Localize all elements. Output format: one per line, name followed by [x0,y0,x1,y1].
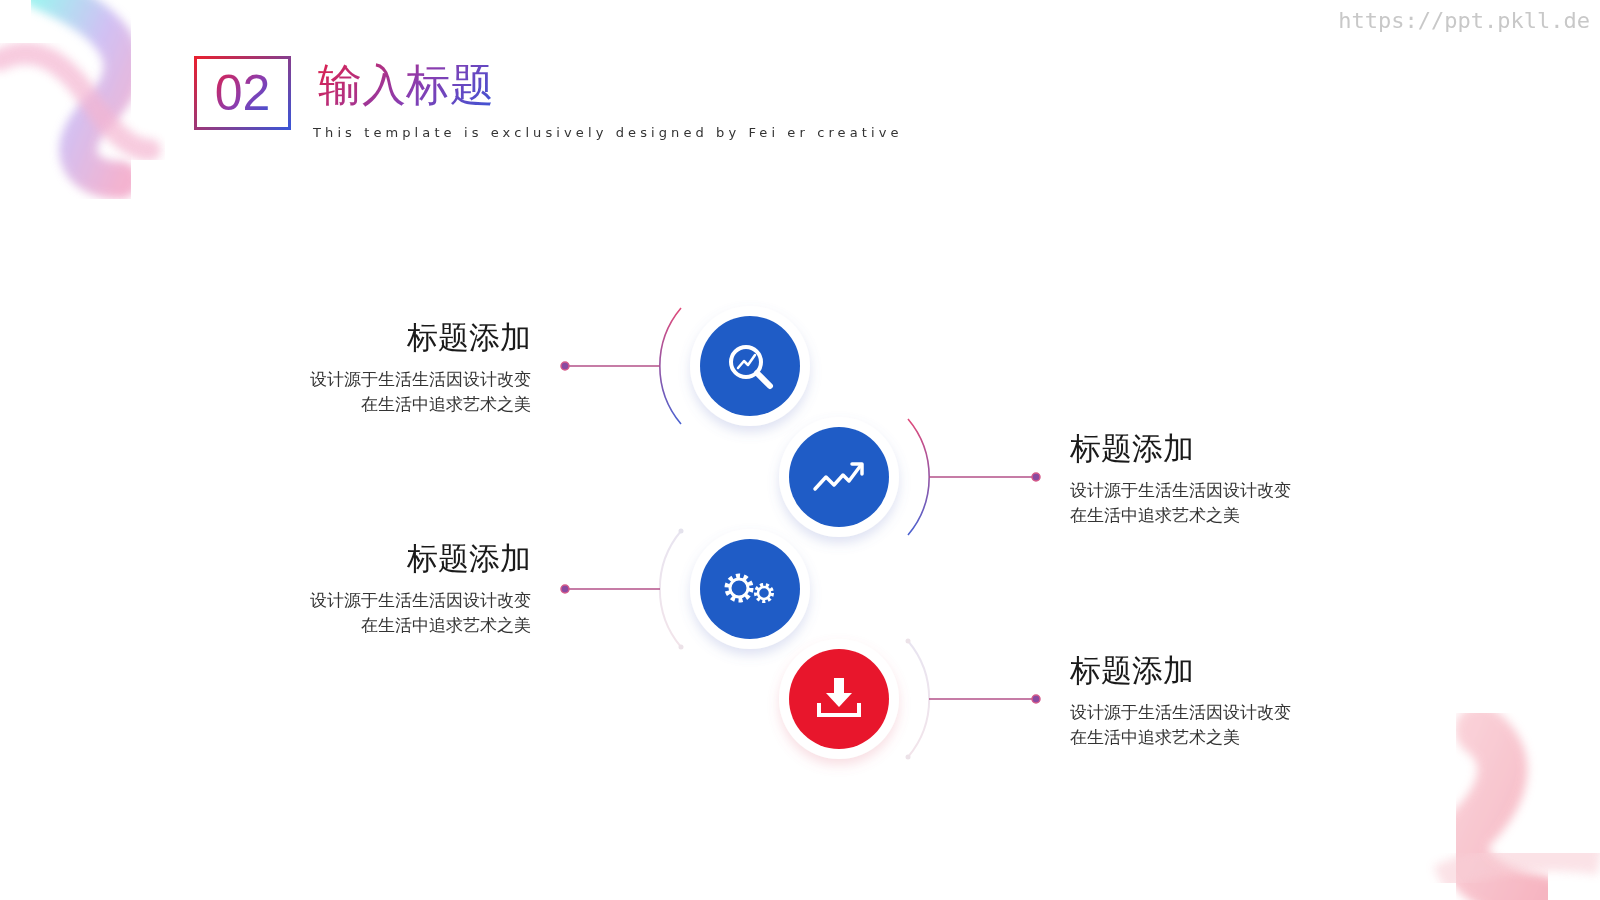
bracket-arc [908,419,929,535]
slide-title: 输入标题 [318,58,494,112]
download-icon [819,678,859,715]
trend-icon [815,464,862,489]
leader-lines [565,366,1036,699]
item-body: 设计源于生活生活因设计改变 在生活中追求艺术之美 [299,588,531,638]
number-box: 02 [194,56,291,130]
ribbon-top-left [0,0,150,180]
bracket-arc [660,308,681,424]
item-body: 设计源于生活生活因设计改变 在生活中追求艺术之美 [299,367,531,417]
item-heading: 标题添加 [1070,650,1194,690]
leader-dots [561,362,1040,703]
item-body: 设计源于生活生活因设计改变 在生活中追求艺术之美 [1070,700,1302,750]
item-heading: 标题添加 [407,317,531,357]
bracket-arc [660,531,681,647]
item-body: 设计源于生活生活因设计改变 在生活中追求艺术之美 [1070,478,1302,528]
item-heading: 标题添加 [1070,428,1194,468]
section-number: 02 [215,68,271,118]
search-icon [731,347,770,386]
icon-circle [690,306,810,426]
ribbon-bottom-right [1440,730,1600,900]
bracket-arc [908,641,929,757]
icon-circle [690,529,810,649]
item-heading: 标题添加 [407,538,531,578]
watermark: https://ppt.pkll.de [1338,6,1590,35]
icon-circle [779,639,899,759]
icon-circle [779,417,899,537]
gears-icon [727,576,772,601]
subtitle: This template is exclusively designed by… [313,124,903,141]
